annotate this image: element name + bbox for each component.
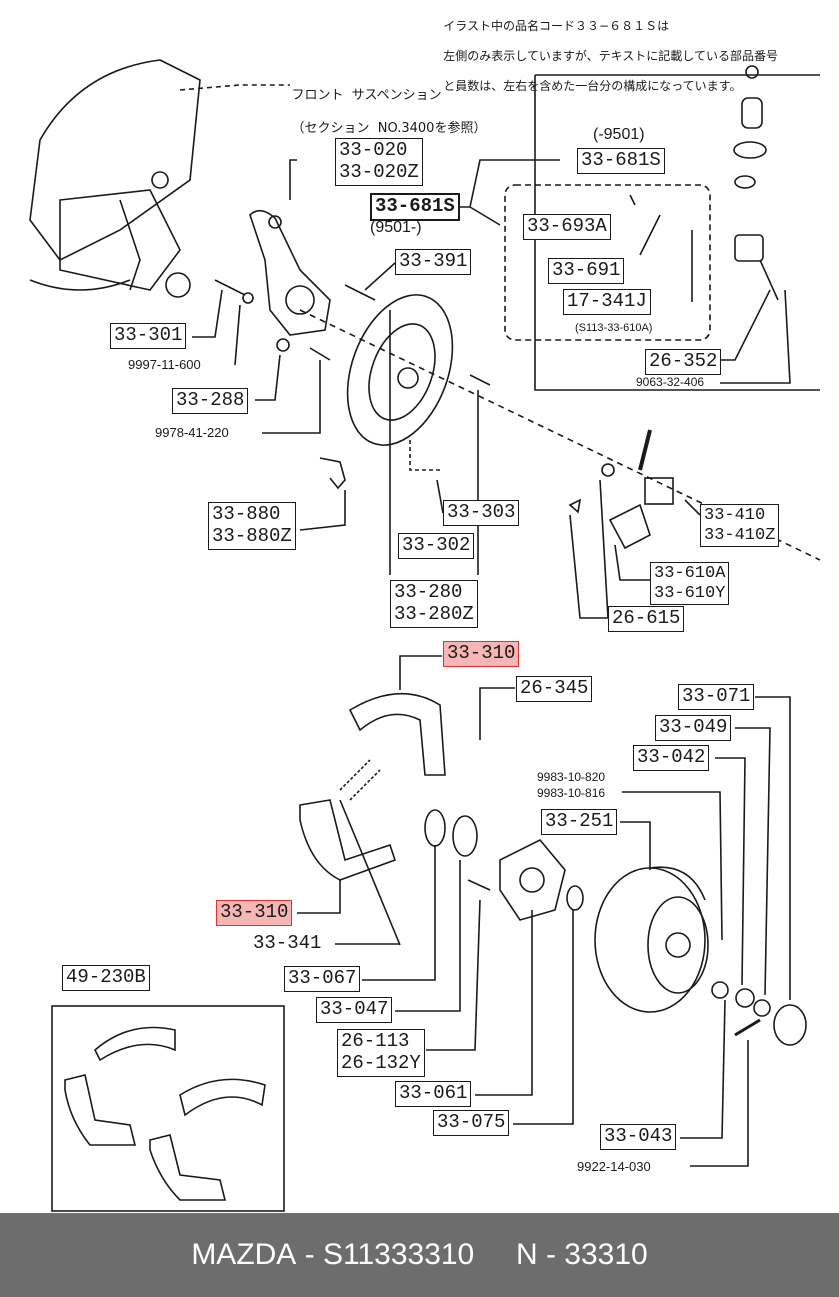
shoe-set-illustration	[64, 1026, 266, 1201]
label-33-020-line-1: 33-020	[339, 139, 408, 161]
label-33-880-line-1: 33-880	[212, 503, 281, 525]
label-26-113-line-2: 26-132Y	[341, 1051, 421, 1074]
footer-sep: -	[296, 1238, 323, 1271]
parts-diagram: イラスト中の品名コード３３−６８１Ｓは 左側のみ表示していますが、テキストに記載…	[29, 4, 821, 1212]
date-note-to: (-9501)	[593, 126, 645, 143]
label-33-303[interactable]: 33-303	[443, 500, 520, 526]
label-9997-11-600[interactable]: 9997-11-600	[128, 357, 201, 372]
label-33-410-line-1: 33-410	[704, 506, 766, 525]
label-33-410-line-2: 33-410Z	[704, 525, 776, 545]
brake-shoe-illustration	[299, 692, 446, 946]
front-suspension-line-2: （セクション NO.3400を参照）	[291, 120, 487, 136]
front-suspension-note: フロント サスペンション （セクション NO.3400を参照）	[275, 72, 487, 153]
label-33-049[interactable]: 33-049	[655, 715, 732, 741]
label-33-043[interactable]: 33-043	[600, 1124, 677, 1150]
label-33-061[interactable]: 33-061	[395, 1081, 472, 1107]
label-26-345[interactable]: 26-345	[516, 676, 593, 702]
knuckle-illustration	[214, 209, 331, 361]
top-note-line-3: と員数は、左右を含めた一台分の構成になっています。	[443, 79, 742, 93]
label-33-341[interactable]: 33-341	[250, 932, 325, 956]
footer-brand: MAZDA	[191, 1238, 297, 1271]
label-33-301[interactable]: 33-301	[110, 323, 187, 349]
label-33-693a[interactable]: 33-693A	[523, 214, 611, 240]
label-9978-41-220[interactable]: 9978-41-220	[155, 425, 229, 440]
hub-illustration	[424, 809, 584, 921]
label-9983-10-816[interactable]: 9983-10-816	[537, 786, 606, 800]
backing-plate-illustration	[344, 284, 491, 446]
brake-drum-illustration	[594, 866, 807, 1046]
label-33-681s-top[interactable]: 33-681S	[577, 148, 665, 174]
wheel-cylinder-illustration	[568, 463, 674, 550]
suspension-illustration	[29, 59, 201, 298]
label-26-615[interactable]: 26-615	[608, 606, 685, 632]
label-26-352[interactable]: 26-352	[645, 349, 722, 375]
label-33-391[interactable]: 33-391	[395, 249, 472, 275]
top-note-line-2: 左側のみ表示していますが、テキストに記載している部品番号	[443, 49, 778, 63]
label-9063-32-406[interactable]: 9063-32-406	[636, 375, 705, 389]
label-33-067[interactable]: 33-067	[284, 966, 361, 992]
label-33-691[interactable]: 33-691	[548, 258, 625, 284]
label-33-610-line-2: 33-610Y	[654, 583, 726, 603]
label-33-071[interactable]: 33-071	[678, 684, 755, 710]
label-33-280-line-1: 33-280	[394, 581, 463, 603]
label-33-075[interactable]: 33-075	[433, 1110, 510, 1136]
label-33-020-line-2: 33-020Z	[339, 160, 419, 183]
label-33-280-line-2: 33-280Z	[394, 602, 474, 625]
date-note-from: (9501-)	[370, 219, 422, 236]
label-33-310-left[interactable]: 33-310	[216, 900, 293, 926]
label-26-113-line-1: 26-113	[341, 1030, 410, 1052]
label-33-302[interactable]: 33-302	[398, 533, 475, 559]
sub-ref-note: (S113-33-610A)	[575, 322, 653, 334]
label-33-251[interactable]: 33-251	[541, 809, 618, 835]
label-49-230b[interactable]: 49-230B	[62, 965, 150, 991]
label-33-610-line-1: 33-610A	[654, 564, 726, 583]
label-9983-10-820[interactable]: 9983-10-820	[537, 770, 606, 784]
label-33-880-line-2: 33-880Z	[212, 524, 292, 547]
footer-bar: MAZDA - S11333310 N - 33310	[0, 1213, 839, 1297]
top-note: イラスト中の品名コード３３−６８１Ｓは 左側のみ表示していますが、テキストに記載…	[428, 4, 778, 109]
footer-ref: N - 33310	[515, 1238, 648, 1271]
label-33-288[interactable]: 33-288	[172, 388, 249, 414]
footer-part-number: S11333310	[322, 1238, 475, 1271]
label-33-681s-left[interactable]: 33-681S	[370, 193, 460, 221]
label-9922-14-030[interactable]: 9922-14-030	[577, 1159, 651, 1174]
label-33-047[interactable]: 33-047	[316, 997, 393, 1023]
label-17-341j[interactable]: 17-341J	[563, 289, 651, 315]
front-suspension-line-1: フロント サスペンション	[291, 88, 442, 104]
label-33-042[interactable]: 33-042	[633, 745, 710, 771]
diagram-drawing	[29, 59, 821, 1212]
top-note-line-1: イラスト中の品名コード３３−６８１Ｓは	[443, 19, 670, 33]
footer-gap	[474, 1238, 516, 1272]
label-33-310-top[interactable]: 33-310	[443, 641, 520, 667]
